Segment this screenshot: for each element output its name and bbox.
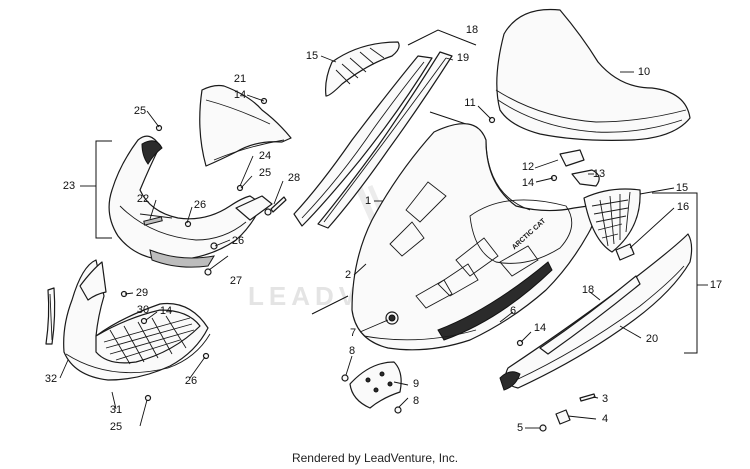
- callout-10: 10: [637, 66, 651, 78]
- callout-30: 30: [136, 304, 150, 316]
- callout-22: 22: [136, 193, 150, 205]
- callout-12: 12: [521, 161, 535, 173]
- part-1-hood: [351, 123, 595, 351]
- leader-lines: [59, 55, 675, 429]
- part-15-vent-right: [583, 188, 641, 253]
- callout-5: 5: [516, 422, 524, 434]
- part-16-clip: [615, 243, 635, 261]
- callout-3: 3: [601, 393, 609, 405]
- callout-15: 15: [675, 182, 689, 194]
- bracket-23: [80, 140, 112, 239]
- callout-4: 4: [601, 413, 609, 425]
- callout-32: 32: [44, 373, 58, 385]
- bracket-18-top: [407, 29, 477, 46]
- callout-18: 18: [465, 24, 479, 36]
- part-9-mount-plate: [341, 361, 402, 414]
- callout-17: 17: [709, 279, 723, 291]
- callout-26: 26: [184, 375, 198, 387]
- callout-25: 25: [133, 105, 147, 117]
- callout-13: 13: [592, 168, 606, 180]
- callout-9: 9: [412, 378, 420, 390]
- part-15-vent-left: [325, 41, 400, 97]
- callout-26: 26: [193, 199, 207, 211]
- callout-29: 29: [135, 287, 149, 299]
- part-10-windshield: [488, 8, 691, 141]
- part-32-trim-strip: [45, 287, 56, 345]
- part-31-lower-bumper: [63, 259, 211, 402]
- bracket-17: [652, 192, 708, 354]
- callout-26: 26: [231, 235, 245, 247]
- callout-15: 15: [305, 50, 319, 62]
- grille-mesh: [103, 315, 195, 365]
- callout-24: 24: [258, 150, 272, 162]
- part-23-belly-pan: [108, 97, 273, 276]
- callout-14: 14: [533, 322, 547, 334]
- callout-7: 7: [349, 327, 357, 339]
- callout-6: 6: [509, 305, 517, 317]
- callout-18: 18: [581, 284, 595, 296]
- part-20-side-panel: [499, 233, 693, 391]
- callout-8: 8: [348, 345, 356, 357]
- part-28-bolt: [264, 196, 287, 216]
- callout-14: 14: [521, 177, 535, 189]
- part-3-4-5-fasteners: [539, 393, 596, 432]
- callout-14: 14: [159, 305, 173, 317]
- callout-19: 19: [456, 52, 470, 64]
- callout-25: 25: [258, 167, 272, 179]
- callout-23: 23: [62, 180, 76, 192]
- callout-2: 2: [344, 269, 352, 281]
- callout-16: 16: [676, 201, 690, 213]
- callout-28: 28: [287, 172, 301, 184]
- part-21-panel: [199, 84, 292, 167]
- callout-31: 31: [109, 404, 123, 416]
- callout-8: 8: [412, 395, 420, 407]
- part-18-side-panel: [293, 55, 433, 227]
- callout-21: 21: [233, 73, 247, 85]
- footer-credit: Rendered by LeadVenture, Inc.: [291, 451, 459, 465]
- callout-27: 27: [229, 275, 243, 287]
- part-19-side-rail: [317, 51, 453, 229]
- callout-1: 1: [364, 195, 372, 207]
- callout-25: 25: [109, 421, 123, 433]
- callout-14: 14: [233, 89, 247, 101]
- callout-11: 11: [464, 97, 476, 109]
- callout-20: 20: [645, 333, 659, 345]
